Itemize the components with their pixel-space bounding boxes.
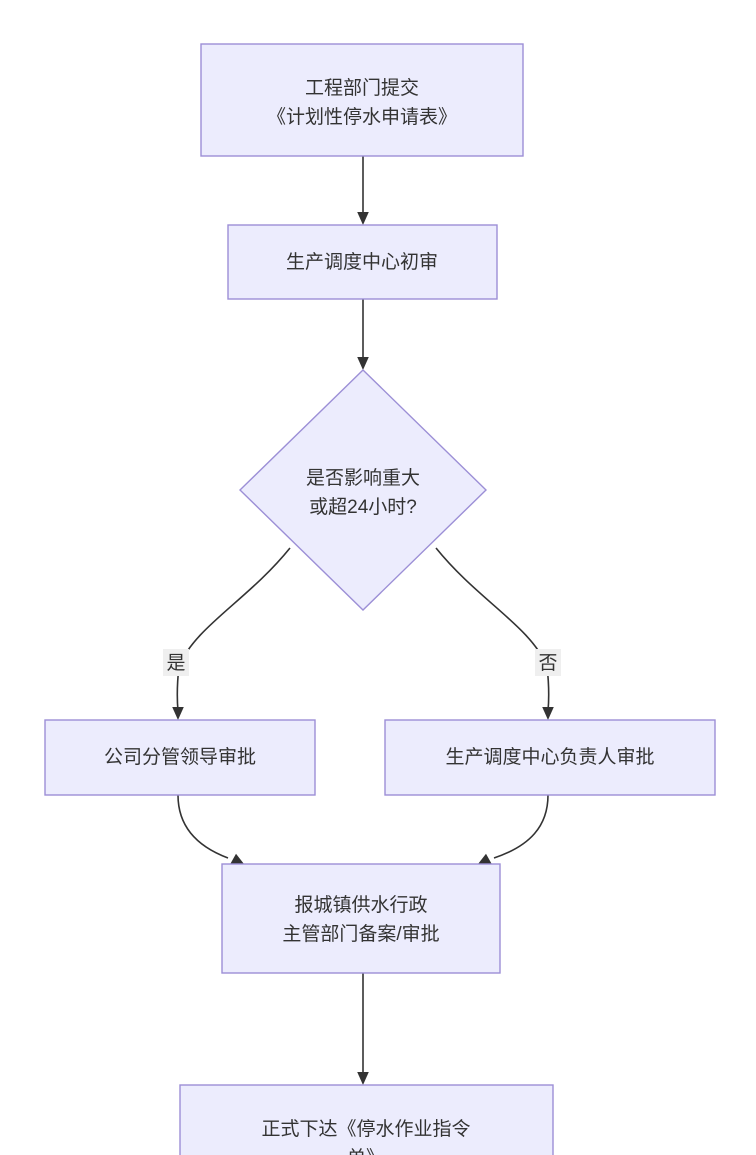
node-label-line1: 报城镇供水行政 [294,894,427,916]
edge-n6-n7 [357,973,369,1085]
edge-line [435,547,550,712]
arrowhead-icon [172,707,184,720]
node-diamond[interactable] [238,369,488,611]
node-label-line1: 工程部门提交 [305,77,419,99]
arrowhead-icon [542,707,554,720]
node-dispatch-center-review[interactable]: 生产调度中心初审 [227,224,498,300]
edge-line [177,794,229,859]
node-label-line1: 生产调度中心负责人审批 [445,746,654,768]
edge-label-yes: 是 [166,653,185,674]
node-box[interactable] [179,1084,554,1155]
edge-line [176,547,291,712]
node-box[interactable] [384,719,716,796]
edge-n4-n6 [177,794,244,865]
node-issue-shutdown-order[interactable]: 正式下达《停水作业指令 单》 [179,1084,554,1155]
node-submit-application[interactable]: 工程部门提交 《计划性停水申请表》 [200,43,524,157]
node-box[interactable] [44,719,316,796]
node-box[interactable] [227,224,498,300]
node-label-line1: 是否影响重大 [306,467,420,489]
node-box[interactable] [221,863,501,974]
node-box[interactable] [200,43,524,157]
node-label-line2: 主管部门备案/审批 [282,923,439,945]
edge-label-no: 否 [538,653,557,674]
arrowhead-icon [357,1072,369,1085]
arrowhead-icon [478,853,493,865]
arrowhead-icon [229,853,244,865]
arrowhead-icon [357,212,369,225]
node-label-line1: 生产调度中心初审 [286,251,438,273]
node-decision-major-impact[interactable]: 是否影响重大 或超24小时? [238,369,488,611]
edge-label-background [163,649,189,676]
node-label-line1: 公司分管领导审批 [104,746,256,768]
node-dispatch-head-approval[interactable]: 生产调度中心负责人审批 [384,719,716,796]
edge-n5-n6 [478,794,549,865]
edge-n3-n4: 是 [163,547,291,720]
arrowhead-icon [357,357,369,370]
node-municipal-authority-filing[interactable]: 报城镇供水行政 主管部门备案/审批 [221,863,501,974]
node-label-line2: 或超24小时? [309,496,417,518]
node-label-line2: 单》 [347,1147,385,1155]
node-company-leader-approval[interactable]: 公司分管领导审批 [44,719,316,796]
edge-n1-n2 [357,156,369,225]
edge-n2-n3 [357,299,369,370]
edge-line [493,794,549,859]
edge-label-background [535,649,561,676]
node-label-line1: 正式下达《停水作业指令 [261,1118,470,1140]
node-label-line2: 《计划性停水申请表》 [267,106,457,128]
edge-n3-n5: 否 [435,547,561,720]
